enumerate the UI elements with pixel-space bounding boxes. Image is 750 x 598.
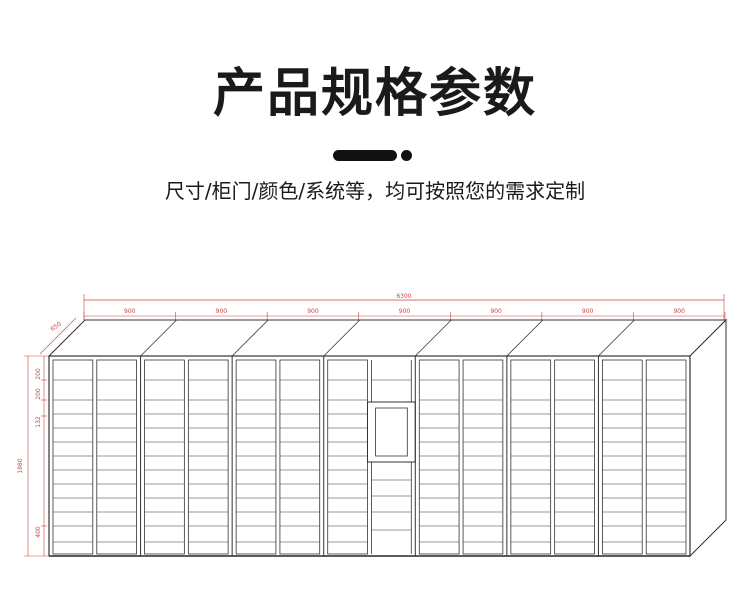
page-title: 产品规格参数 bbox=[212, 64, 537, 124]
top-division bbox=[506, 319, 544, 357]
row-dim-label: 200 bbox=[35, 388, 42, 400]
row-dim-label: 200 bbox=[35, 368, 42, 380]
cabinet-side bbox=[689, 318, 727, 558]
decorative-dot bbox=[401, 150, 412, 161]
unit-width-label: 900 bbox=[124, 308, 136, 315]
locker-column bbox=[645, 359, 687, 555]
unit-width-label: 900 bbox=[307, 308, 319, 315]
locker-column bbox=[52, 359, 94, 555]
height-label: 1980 bbox=[17, 458, 24, 473]
unit-width-label: 900 bbox=[216, 308, 228, 315]
locker-column bbox=[96, 359, 137, 555]
top-division bbox=[598, 319, 635, 357]
top-division bbox=[231, 319, 269, 357]
locker-column bbox=[462, 359, 504, 555]
top-division bbox=[140, 319, 177, 357]
row-dim-label: 132 bbox=[35, 416, 42, 428]
cabinet-top bbox=[47, 319, 728, 357]
top-division bbox=[323, 319, 360, 357]
locker-column bbox=[418, 359, 460, 555]
unit-width-label: 900 bbox=[399, 308, 411, 315]
row-dim-label: 400 bbox=[35, 526, 42, 538]
locker-column bbox=[279, 359, 321, 555]
top-division bbox=[415, 319, 452, 357]
unit-width-label: 900 bbox=[490, 308, 502, 315]
locker-column bbox=[602, 359, 643, 555]
total-width-label: 6300 bbox=[396, 293, 411, 300]
depth-dimension bbox=[39, 317, 77, 355]
depth-label: 650 bbox=[49, 321, 63, 333]
locker-drawing: 6300 650 1980 200 200 132 400 900 900 900 9… bbox=[17, 293, 728, 558]
locker-column bbox=[235, 359, 277, 555]
unit-width-label: 900 bbox=[582, 308, 594, 315]
touch-screen bbox=[375, 407, 408, 457]
locker-column bbox=[144, 359, 185, 555]
locker-column bbox=[554, 359, 595, 555]
locker-column bbox=[510, 359, 552, 555]
decorative-bar bbox=[333, 150, 397, 161]
unit-width-label: 900 bbox=[673, 308, 685, 315]
locker-column bbox=[187, 359, 229, 555]
page-subtitle: 尺寸/柜门/颜色/系统等，均可按照您的需求定制 bbox=[164, 179, 586, 203]
